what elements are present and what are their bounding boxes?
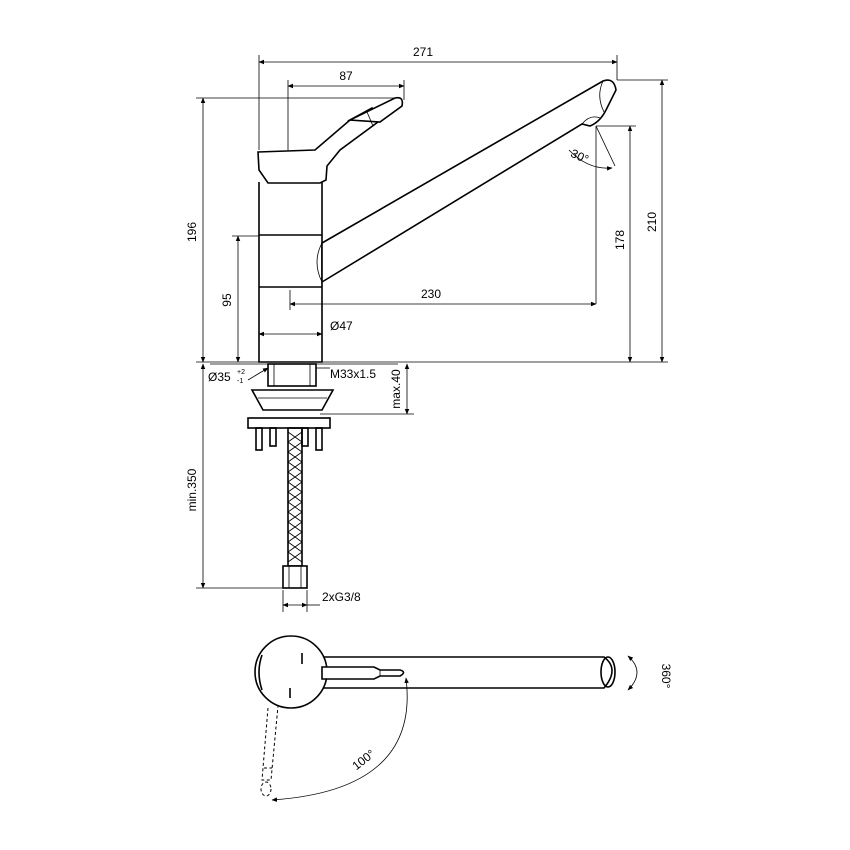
spout <box>321 79 617 284</box>
faucet-side-view <box>257 79 617 363</box>
dim-swivel: 360° <box>659 664 673 689</box>
dim-hole-diameter: Ø35 <box>208 370 231 384</box>
faucet-top-view <box>254 635 638 802</box>
dim-total-width: 271 <box>413 45 433 59</box>
dim-spout-reach: 230 <box>421 287 441 301</box>
dim-spout-outlet-height: 178 <box>613 230 627 250</box>
dim-connection: 2xG3/8 <box>322 590 361 604</box>
dim-hose-length: min.350 <box>185 468 199 511</box>
dim-height-lever: 196 <box>185 222 199 242</box>
dimension-labels: 271 87 196 95 230 178 210 30° Ø47 Ø35 +2… <box>185 45 659 604</box>
dimension-lines <box>196 55 668 612</box>
dim-hole-tol-plus: +2 <box>237 369 245 376</box>
dim-lever-offset: 87 <box>339 69 353 83</box>
dim-hole-tol-minus: -1 <box>237 378 243 385</box>
dim-base-height: 95 <box>220 293 234 307</box>
lever-cap <box>257 106 379 184</box>
braided-hose <box>282 427 308 589</box>
top-view-labels: 100° 360° <box>349 664 673 773</box>
faucet-body <box>258 182 323 363</box>
dim-deck-thickness: max.40 <box>389 369 403 409</box>
dim-body-diameter: Ø47 <box>330 319 353 333</box>
lever-handle <box>346 96 404 123</box>
dim-thread: M33x1.5 <box>330 367 376 381</box>
mounting-assembly <box>210 363 398 589</box>
dim-total-height: 210 <box>645 212 659 232</box>
